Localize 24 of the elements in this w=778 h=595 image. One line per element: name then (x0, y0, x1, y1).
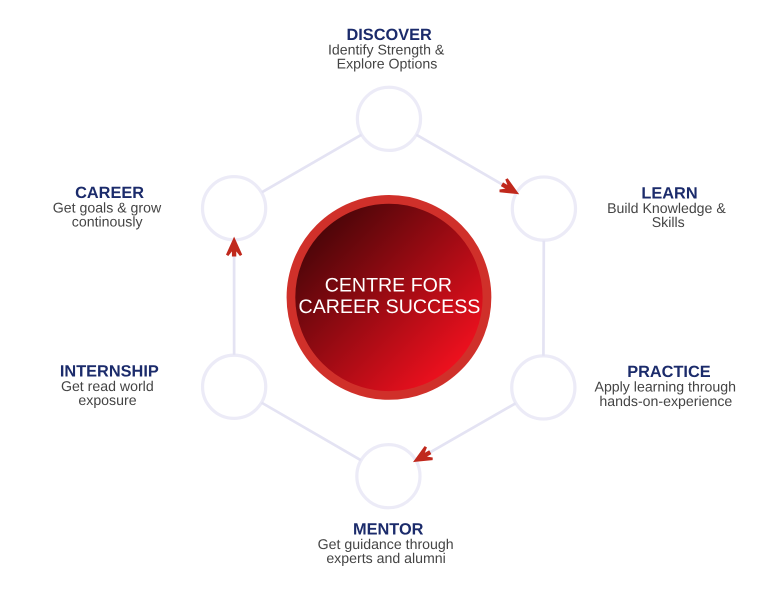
node-label: INTERNSHIP (60, 362, 159, 380)
node-label: LEARN (641, 184, 698, 202)
arrow (416, 133, 518, 194)
node-label: Get goals & grow continously (52, 199, 162, 230)
node-label: MENTOR (353, 520, 424, 538)
node-circle (356, 86, 422, 152)
node-label: Build Knowledge & Skills (607, 200, 726, 230)
arrow (226, 238, 242, 355)
node-label: Apply learning through hands-on-experience (594, 378, 736, 409)
connector (260, 401, 362, 462)
node-label: Identify Strength & Explore Options (328, 41, 444, 72)
node-label: Get read world exposure (60, 378, 154, 408)
node-label: CAREER (75, 184, 144, 202)
node-circle (200, 175, 268, 242)
node-circle (510, 354, 577, 421)
node-circle: CENTRE FOR CAREER SUCCESS (286, 195, 492, 400)
node-label: DISCOVER (346, 26, 432, 44)
arrow (414, 402, 516, 462)
node-label: PRACTICE (627, 363, 711, 382)
node-circle (355, 442, 422, 510)
node-label: Get guidance through experts and alumni (318, 536, 454, 566)
node-circle (200, 354, 268, 420)
node-circle (510, 175, 578, 242)
connector (261, 134, 362, 194)
